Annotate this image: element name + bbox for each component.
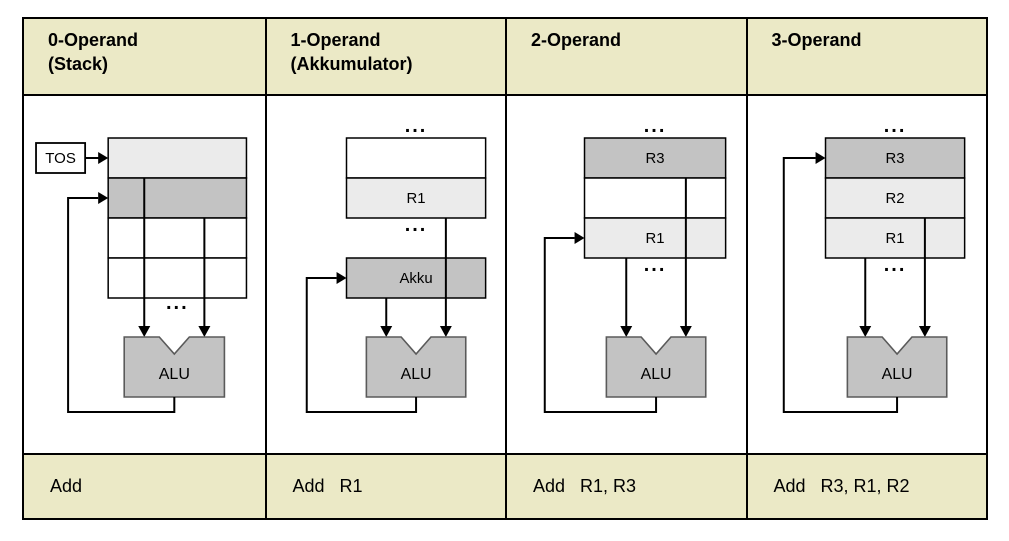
feedback-arrowhead-icon	[98, 192, 109, 204]
register-file-ellipsis-top: ...	[883, 115, 906, 137]
header-3-operand: 3-Operand	[745, 19, 986, 96]
operand1-arrowhead-icon	[620, 326, 633, 337]
alu-box	[123, 336, 226, 398]
alu-box	[846, 336, 948, 398]
header-subtitle: (Akkumulator)	[290, 53, 413, 74]
header-title: 1-Operand	[290, 30, 381, 50]
instruction-example-accumulator: Add R1	[264, 453, 505, 518]
register-cell-blank	[345, 137, 486, 179]
register-file-ellipsis-bottom: ...	[883, 254, 906, 276]
result-feedback-line	[782, 157, 898, 413]
register-r2-label: R2	[885, 190, 904, 207]
register-r1-label: R1	[885, 230, 904, 247]
alu-label: ALU	[159, 366, 190, 383]
alu-box	[365, 336, 467, 398]
register-r1-label: R1	[406, 190, 425, 207]
register-cell-r3	[824, 137, 965, 179]
register-file-ellipsis-top: ...	[644, 115, 667, 137]
instruction-text: Add R1, R3	[533, 476, 637, 496]
stack-diagram-svg: TOS ... ALU	[35, 137, 248, 413]
feedback-arrowhead-icon	[815, 152, 826, 164]
register-r1-label: R1	[646, 230, 665, 247]
instruction-example-three-operand: Add R3, R1, R2	[745, 453, 986, 518]
three-operand-diagram-svg: ... R3 R2 R1 ... ALU	[782, 115, 965, 413]
result-feedback-line	[543, 237, 658, 413]
instruction-text: Add	[50, 476, 83, 496]
diagram-stack-architecture: TOS ... ALU	[24, 96, 265, 453]
register-r3-label: R3	[885, 150, 904, 167]
header-title: 3-Operand	[771, 30, 862, 50]
stack-cell-4	[107, 257, 248, 299]
header-0-operand: 0-Operand (Stack)	[24, 19, 265, 96]
akku-label: Akku	[399, 270, 432, 287]
result-feedback-line	[67, 197, 176, 413]
two-operand-diagram-svg: ... R3 R1 ... ALU	[543, 115, 727, 413]
tos-label: TOS	[45, 150, 76, 167]
register-cell-r1	[583, 217, 727, 259]
diagram-three-operand-architecture: ... R3 R2 R1 ... ALU	[745, 96, 986, 453]
alu-label: ALU	[881, 366, 912, 383]
alu-box	[605, 336, 707, 398]
operand1-arrowhead-icon	[138, 326, 151, 337]
register-file-ellipsis-top: ...	[404, 115, 427, 137]
instruction-example-two-operand: Add R1, R3	[505, 453, 746, 518]
feedback-arrowhead-icon	[336, 272, 346, 284]
instruction-example-stack: Add	[24, 453, 265, 518]
accumulator-diagram-svg: ... R1 ... Akku ALU	[305, 115, 486, 413]
diagram-two-operand-architecture: ... R3 R1 ... ALU	[505, 96, 746, 453]
register-cell-r1	[345, 177, 486, 219]
register-r3-label: R3	[646, 150, 665, 167]
stack-cell-tos	[107, 137, 248, 179]
alu-label: ALU	[400, 366, 431, 383]
header-title: 0-Operand	[48, 30, 139, 50]
header-2-operand: 2-Operand	[505, 19, 746, 96]
instruction-text: Add R1	[292, 476, 363, 496]
operand2-arrowhead-icon	[679, 326, 692, 337]
operand-architecture-table: 0-Operand (Stack) 1-Operand (Akkumulator…	[22, 17, 988, 520]
operand1-arrowhead-icon	[858, 326, 871, 337]
register-file-ellipsis-mid: ...	[404, 214, 427, 236]
register-cell-r3	[583, 137, 727, 179]
result-feedback-line	[305, 277, 417, 413]
instruction-text: Add R3, R1, R2	[773, 476, 910, 496]
stack-cell-3	[107, 217, 248, 259]
header-title: 2-Operand	[531, 30, 622, 50]
register-cell-r2	[824, 177, 965, 219]
diagram-accumulator-architecture: ... R1 ... Akku ALU	[264, 96, 505, 453]
operand2-arrowhead-icon	[918, 326, 931, 337]
alu-label: ALU	[641, 366, 672, 383]
tos-box	[35, 142, 87, 174]
tos-arrowhead-icon	[98, 152, 109, 164]
operand2-arrowhead-icon	[198, 326, 211, 337]
register-cell-blank	[583, 177, 727, 219]
feedback-arrowhead-icon	[574, 232, 585, 244]
operand2-arrowhead-icon	[439, 326, 452, 337]
operand1-arrowhead-icon	[379, 326, 392, 337]
register-cell-r1	[824, 217, 965, 259]
register-file-ellipsis-bottom: ...	[644, 254, 667, 276]
header-subtitle: (Stack)	[48, 53, 109, 74]
stack-ellipsis: ...	[166, 292, 189, 314]
stack-cell-second	[107, 177, 248, 219]
header-1-operand: 1-Operand (Akkumulator)	[264, 19, 505, 96]
